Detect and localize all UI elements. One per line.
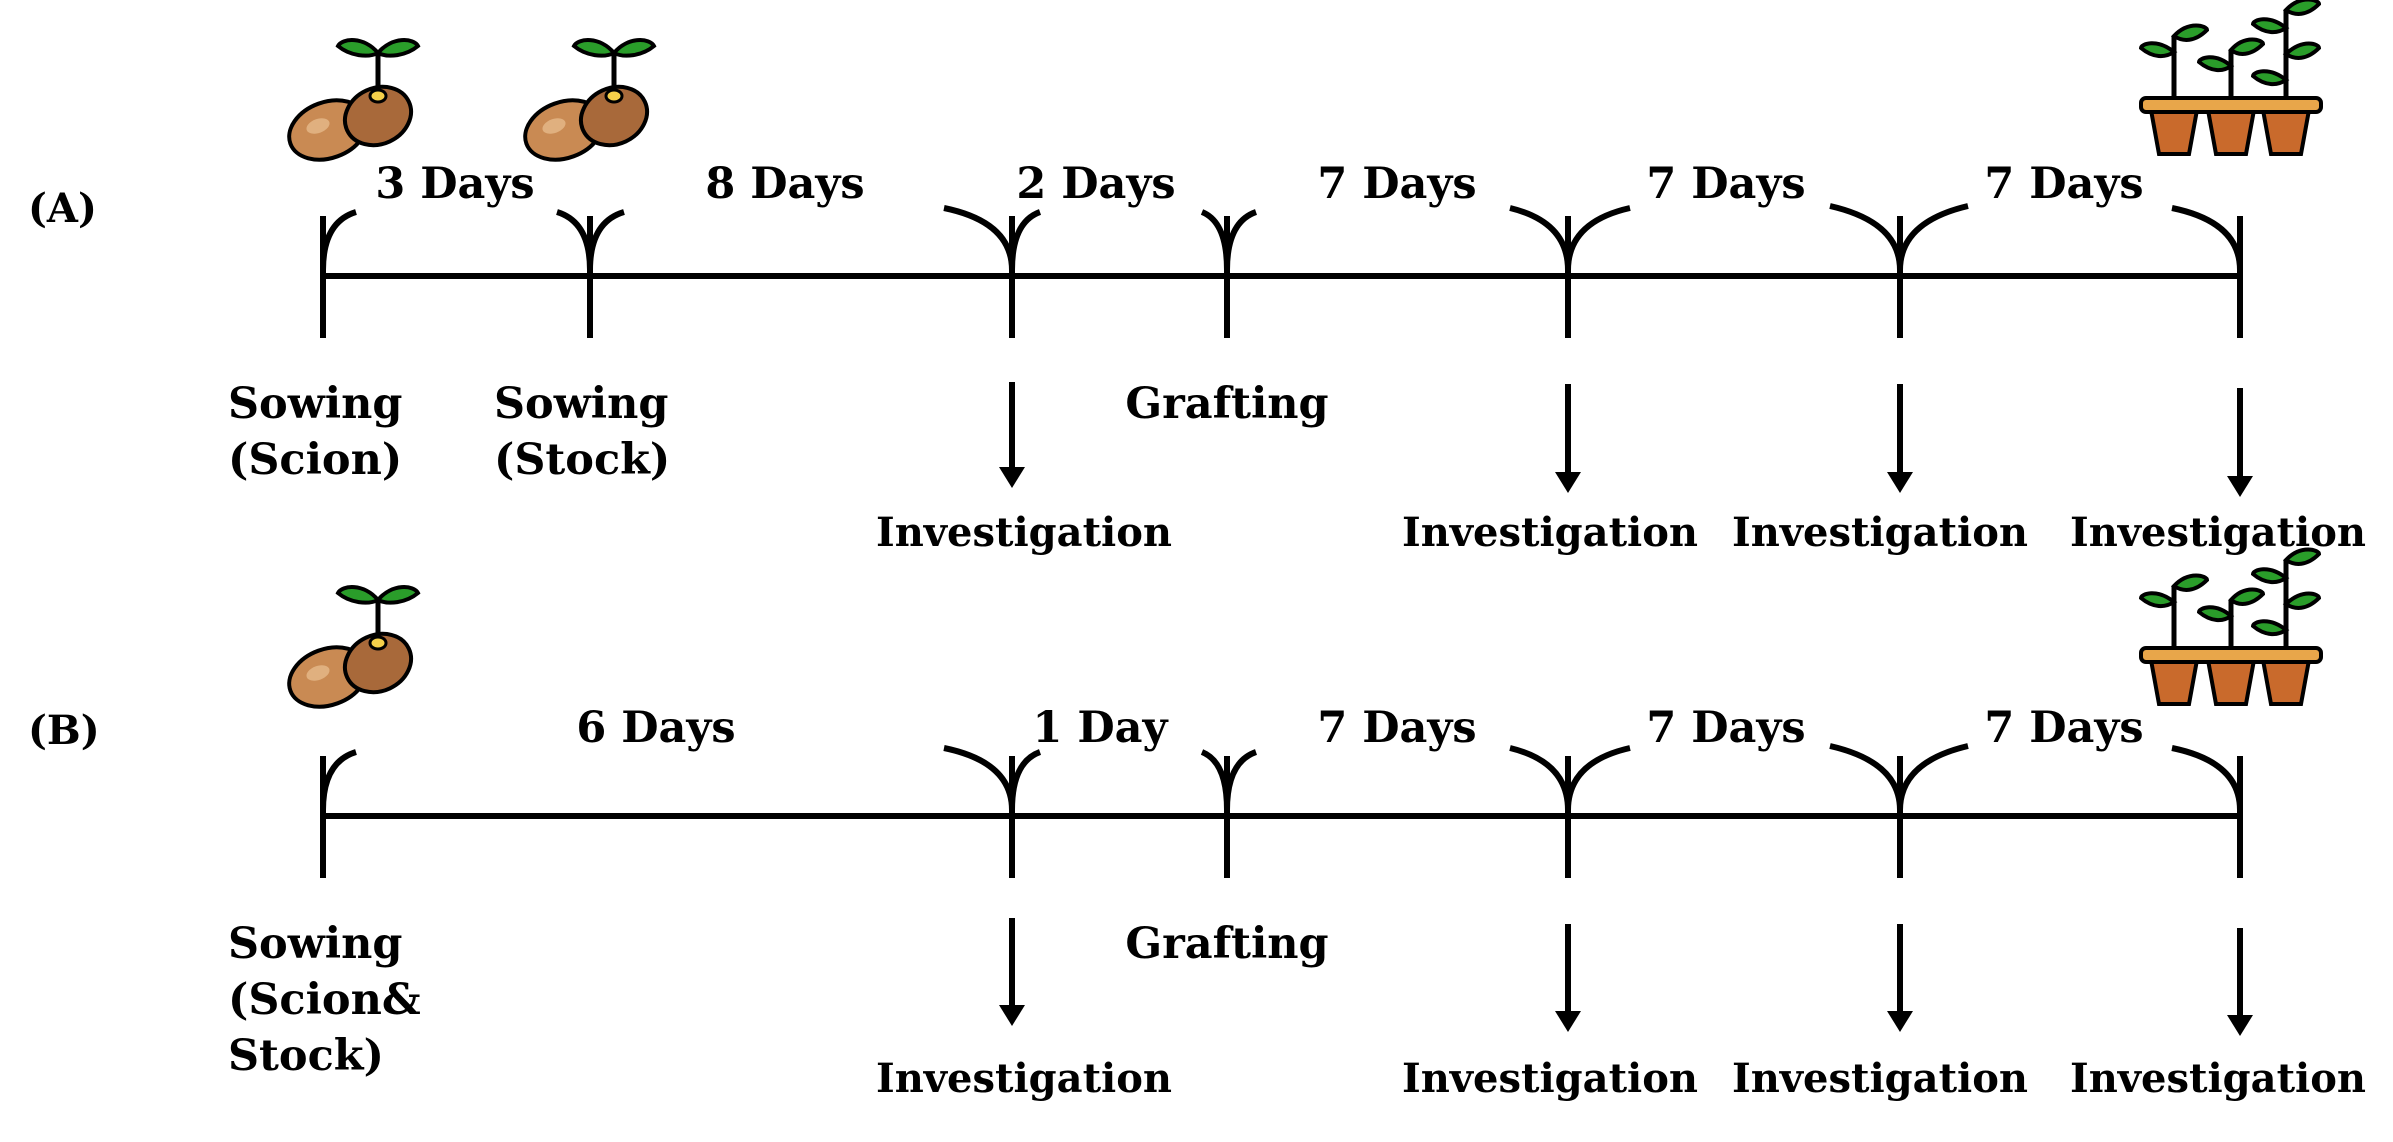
investigation-label: Investigation <box>1402 1055 1698 1102</box>
duration-label: 1 Day <box>1032 703 1169 753</box>
event-label: Grafting <box>1125 379 1328 429</box>
arrowhead-icon <box>2227 476 2253 497</box>
investigation-label: Investigation <box>1732 509 2028 556</box>
investigation-label: Investigation <box>1732 1055 2028 1102</box>
timeline-a <box>320 203 2243 479</box>
event-label: Sowing (Stock) <box>494 379 683 485</box>
duration-label: 7 Days <box>1646 703 1805 753</box>
span-bracket <box>1829 203 1903 271</box>
panel-b-label: (B) <box>28 707 100 754</box>
event-label-line: (Scion& <box>228 975 421 1025</box>
span-bracket <box>943 745 1015 811</box>
investigation-label: Investigation <box>1402 509 1698 556</box>
event-label: Grafting <box>1125 919 1328 969</box>
event-label-line: (Stock) <box>494 435 670 485</box>
potted-seedlings-icon <box>2141 0 2321 154</box>
span-bracket <box>2171 745 2243 811</box>
seed-sprout-icon <box>281 40 421 170</box>
span-bracket <box>587 209 625 271</box>
span-bracket <box>1224 749 1258 811</box>
event-label-line: Grafting <box>1125 379 1328 429</box>
event-label: Sowing (Scion) <box>228 379 417 485</box>
arrowhead-icon <box>1555 472 1581 493</box>
panel-b: (B) 6 Days 1 Day 7 Days 7 Days 7 Days <box>28 550 2366 1102</box>
potted-seedlings-icon <box>2141 550 2321 705</box>
timeline-b <box>320 743 2243 1018</box>
span-bracket <box>555 209 593 271</box>
investigation-label: Investigation <box>2070 1055 2366 1102</box>
span-bracket <box>2171 205 2243 271</box>
duration-label: 6 Days <box>576 703 735 753</box>
duration-label: 3 Days <box>375 159 534 209</box>
event-label-line: Sowing <box>494 379 668 429</box>
panel-a-label: (A) <box>28 185 97 232</box>
span-bracket <box>1200 209 1230 271</box>
duration-label: 8 Days <box>705 159 864 209</box>
span-bracket <box>1897 743 1969 811</box>
span-bracket <box>320 209 358 271</box>
seed-sprout-icon <box>281 587 421 717</box>
event-label-line: Sowing <box>228 919 402 969</box>
arrowhead-icon <box>999 1005 1025 1026</box>
span-bracket <box>943 205 1015 271</box>
event-label-line: Grafting <box>1125 919 1328 969</box>
duration-label: 7 Days <box>1984 159 2143 209</box>
investigation-label: Investigation <box>876 509 1172 556</box>
duration-label: 7 Days <box>1646 159 1805 209</box>
arrowhead-icon <box>1555 1011 1581 1032</box>
arrowhead-icon <box>1887 472 1913 493</box>
span-bracket <box>1009 209 1042 271</box>
span-bracket <box>1224 209 1258 271</box>
duration-label: 7 Days <box>1317 703 1476 753</box>
event-label-line: Sowing <box>228 379 402 429</box>
span-bracket <box>320 749 358 811</box>
investigation-label: Investigation <box>2070 509 2366 556</box>
seed-sprout-icon <box>517 40 657 170</box>
arrowhead-icon <box>999 467 1025 488</box>
span-bracket <box>1565 745 1631 811</box>
span-bracket <box>1009 749 1042 811</box>
arrowhead-icon <box>2227 1015 2253 1036</box>
event-label: Sowing (Scion& Stock) <box>228 919 436 1081</box>
span-bracket <box>1509 745 1571 811</box>
duration-label: 7 Days <box>1984 703 2143 753</box>
panel-a: (A) 3 Days 8 Days 2 Days 7 Days 7 Days 7… <box>28 0 2366 556</box>
arrowheads-b <box>999 1005 2253 1036</box>
duration-label: 2 Days <box>1016 159 1175 209</box>
arrowhead-icon <box>1887 1011 1913 1032</box>
event-label-line: (Scion) <box>228 435 402 485</box>
span-bracket <box>1509 205 1571 271</box>
investigation-label: Investigation <box>876 1055 1172 1102</box>
event-label-line: Stock) <box>228 1031 384 1081</box>
span-bracket <box>1829 743 1903 811</box>
span-bracket <box>1897 203 1969 271</box>
span-bracket <box>1200 749 1230 811</box>
span-bracket <box>1565 205 1631 271</box>
duration-label: 7 Days <box>1317 159 1476 209</box>
arrowheads-a <box>999 467 2253 497</box>
